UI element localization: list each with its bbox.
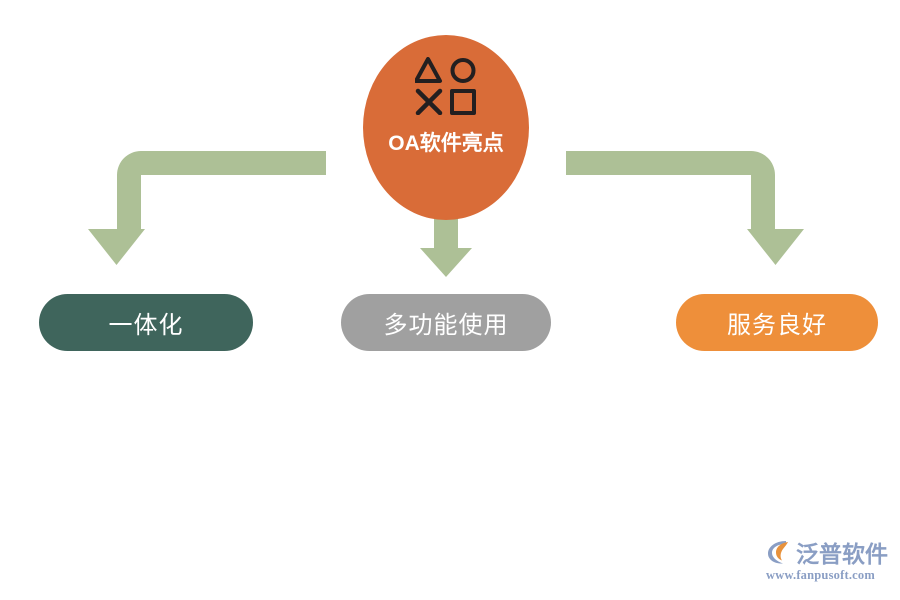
- hub-node[interactable]: OA软件亮点: [363, 35, 529, 220]
- triangle-shape: [415, 57, 442, 83]
- elbow-arrow-left: [88, 151, 326, 265]
- brand-watermark: 泛普软件 www.fanpusoft.com: [766, 537, 892, 587]
- fanpu-logo-mark: [768, 541, 788, 564]
- shapes-grid-icon: [415, 57, 476, 115]
- node-pill-fuwulianghao[interactable]: 服务良好: [676, 294, 878, 351]
- node-pill-label: 一体化: [108, 312, 184, 339]
- node-pill-label: 服务良好: [727, 312, 827, 339]
- node-pill-duogongneng[interactable]: 多功能使用: [341, 294, 551, 351]
- circle-shape: [450, 58, 476, 83]
- elbow-arrow-right: [566, 151, 804, 265]
- node-pill-label: 多功能使用: [383, 312, 509, 339]
- brand-row: 泛普软件: [766, 537, 892, 567]
- cross-shape: [415, 88, 443, 115]
- brand-url: www.fanpusoft.com: [766, 568, 875, 582]
- square-shape: [450, 89, 476, 115]
- node-pill-yitihua[interactable]: 一体化: [39, 294, 253, 351]
- hub-label: OA软件亮点: [388, 132, 504, 155]
- brand-name: 泛普软件: [796, 541, 888, 567]
- straight-arrow-down: [420, 203, 472, 277]
